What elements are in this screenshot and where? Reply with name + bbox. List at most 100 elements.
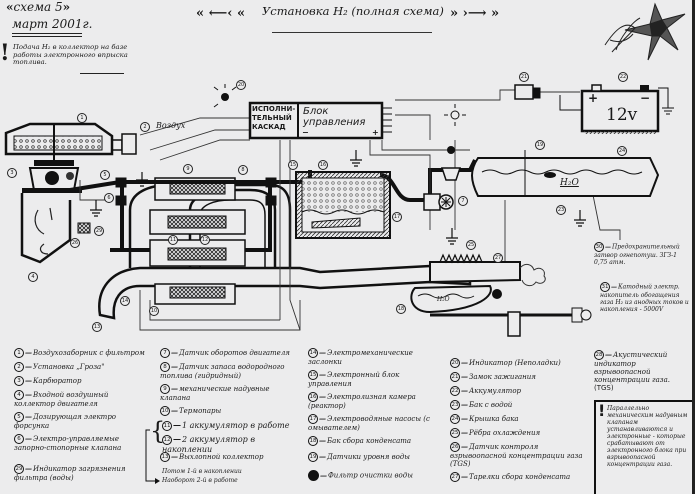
- callout-2: 2: [140, 122, 150, 132]
- ignition-lock: [514, 84, 541, 100]
- callout-18: 18: [396, 304, 406, 314]
- callout-7: 7: [458, 196, 468, 206]
- scheme-label: «схема 5»: [6, 0, 71, 14]
- legend-item-12: 12—2 аккумулятор в накоплении: [162, 434, 255, 454]
- callout-4: 4: [28, 272, 38, 282]
- battery: [559, 84, 674, 134]
- control-unit-minus: −: [302, 128, 309, 137]
- accumulators: [149, 177, 246, 305]
- callout-27: 27: [493, 253, 503, 263]
- callout-14: 14: [120, 296, 130, 306]
- legend-item-21: 21—Замок зажигания: [450, 372, 536, 382]
- callout-17: 17: [392, 212, 402, 222]
- callout-11: 11: [168, 235, 178, 245]
- electrolysis-chamber: [295, 171, 391, 239]
- callout-21: 21: [519, 72, 529, 82]
- battery-plus: +: [588, 91, 599, 105]
- ground-symbols: [90, 150, 586, 245]
- callout-16: 16: [318, 160, 328, 170]
- callout-26: 26: [70, 238, 80, 248]
- carburetor: [22, 160, 82, 193]
- legend-item-6: 6—Электро-управляемые запорно-стопорные …: [14, 434, 122, 452]
- control-block: [248, 101, 392, 140]
- callout-15: 15: [288, 160, 298, 170]
- indicator-lamps: [77, 84, 466, 234]
- water-filter-dot-icon: [308, 470, 319, 481]
- legend-footnote-2: Наоборот 2-й в работе: [162, 477, 238, 484]
- legend-item-29: 29—Индикатор загрязнения фильтра (воды): [14, 464, 126, 482]
- legend-item-1: 1—Воздухозаборник с фильтром: [14, 348, 146, 358]
- condensate-label: H₂O: [437, 296, 450, 303]
- water-pump: [423, 146, 462, 211]
- legend-item-24: 24—Крышка бака: [450, 414, 519, 424]
- water-tank-label: H₂O: [560, 178, 579, 188]
- legend-item-10: 10—Термопары: [160, 406, 222, 416]
- battery-voltage: 12v: [606, 105, 638, 125]
- callout-23: 23: [556, 205, 566, 215]
- legend-item-17: 17—Электроводяные насосы (с омывателем): [308, 414, 430, 432]
- legend-item-27: 27—Тарелки сбора конденсата: [450, 472, 571, 482]
- legend-item-25: 25—Рёбра охлаждения: [450, 428, 541, 438]
- page-edge: [692, 0, 695, 494]
- acoustic-indicator-note: 28—Акустический индикатор взрывоопасной …: [594, 350, 670, 392]
- legend-item-18: 18—Бак сбора конденсата: [308, 436, 412, 446]
- header-note: Подача H₂ в коллектор на базе работы эле…: [13, 43, 128, 66]
- title-right-ornament: » ›⟶ »: [450, 6, 500, 21]
- bottom-note-text: Параллельно механическим надувным клапан…: [607, 405, 688, 468]
- legend-item-5: 5—Дозирующая электро форсунка: [14, 412, 117, 430]
- legend-item-22: 22—Аккумулятор: [450, 386, 522, 396]
- callout-10: 10: [149, 306, 159, 316]
- callout-9: 9: [183, 164, 193, 174]
- callout-19: 19: [535, 140, 545, 150]
- date-underline-2: [12, 36, 82, 37]
- callout-6: 6: [104, 193, 114, 203]
- left-chevrons: «: [6, 0, 14, 14]
- title-left-ornament: « ⟵‹ «: [196, 6, 246, 21]
- callout-5: 5: [100, 170, 110, 180]
- date-underline: [12, 33, 82, 34]
- intake-manifold: [20, 193, 72, 264]
- legend-item-11: 11—1 аккумулятор в работе: [162, 420, 290, 431]
- callout-22: 22: [618, 72, 628, 82]
- cathode-callout: 31: [600, 282, 610, 292]
- callout-12: 12: [200, 235, 210, 245]
- page-title: Установка H₂ (полная схема): [262, 4, 444, 18]
- legend-item-4: 4—Входной воздушный коллектор двигателя: [14, 390, 109, 408]
- water-tank: [471, 150, 660, 197]
- callout-3: 3: [7, 168, 17, 178]
- legend-item-2: 2—Установка „Гроза": [14, 362, 146, 372]
- legend-item-23: 23—Бак с водой: [450, 400, 513, 410]
- right-chevrons: »: [62, 0, 71, 14]
- legend-item-13: 13—Выхлопной коллектор: [160, 452, 264, 462]
- callout-13: 13: [92, 322, 102, 332]
- legend-item-8: 8—Датчик запаса водородного топлива (гид…: [160, 362, 285, 380]
- legend-item-20: 20—Индикатор (Неполадки): [450, 358, 561, 368]
- legend-item-9: 9—механические надувные клапана: [160, 384, 270, 402]
- control-wires: [79, 89, 621, 331]
- exec-stage-label: ИСПОЛНИ-ТЕЛЬНЫЙ КАСКАД: [252, 105, 296, 131]
- warning-exclamation: !: [0, 40, 10, 66]
- exhaust-puff: [519, 263, 546, 287]
- cathode-note: 31—Катодный электр. накопитель обогащени…: [600, 282, 689, 313]
- legend-item-14: 14—Электромеханические заслонки: [308, 348, 413, 366]
- legend-item-26: 26—Датчик контроля взрывоопасной концент…: [450, 442, 583, 468]
- legend-item-19: 19—Датчики уровня воды: [308, 452, 411, 462]
- legend-item-16: 16—Электролизная камера (реактор): [308, 392, 416, 410]
- bottom-note-box: ! Параллельно механическим надувным клап…: [594, 400, 692, 494]
- acoustic-callout: 28: [594, 350, 604, 360]
- legend-item-3: 3—Карбюратор: [14, 376, 146, 386]
- air-filter: [4, 122, 137, 165]
- callout-24: 24: [617, 146, 627, 156]
- callout-20: 20: [236, 80, 246, 90]
- condenser: [410, 253, 592, 337]
- note-frame: [80, 73, 124, 74]
- bottom-note-exclamation: !: [598, 401, 606, 420]
- legend-item-15: 15—Электронный блок управления: [308, 370, 400, 388]
- legend-item-7: 7—Датчик оборотов двигателя: [160, 348, 300, 358]
- battery-minus: −: [640, 91, 651, 105]
- date-label: март 2001г.: [12, 17, 93, 31]
- legend-footnote-1: Потом 1-й в накоплении: [162, 468, 242, 475]
- callout-25: 25: [466, 240, 476, 250]
